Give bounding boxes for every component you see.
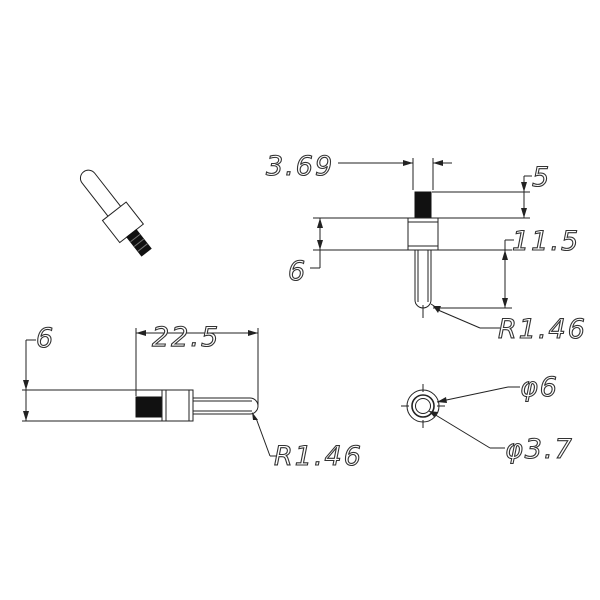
side-collar xyxy=(161,389,194,422)
dim-inner-diameter: φ3.7 xyxy=(505,434,574,465)
isometric-view xyxy=(79,169,152,257)
dim-side-length: 22.5 xyxy=(152,322,220,353)
front-view: 3.69 5 6 11.5 R1.46 xyxy=(265,150,587,345)
dim-collar-height: 6 xyxy=(288,256,307,287)
dim-top-width: 3.69 xyxy=(266,151,334,182)
side-thread xyxy=(135,396,163,418)
dim-thread-length: 5 xyxy=(532,162,551,193)
front-collar xyxy=(407,217,439,251)
dim-outer-diameter: φ6 xyxy=(520,372,559,403)
side-view: 6 22.5 R1.46 xyxy=(22,321,363,473)
dim-tip-radius-top: R1.46 xyxy=(498,314,587,345)
front-thread xyxy=(414,191,432,220)
iso-pin xyxy=(79,169,123,219)
end-inner-circle xyxy=(415,398,431,414)
front-pin xyxy=(414,249,432,309)
dim-tip-radius-side: R1.46 xyxy=(274,441,363,472)
end-view: φ6 φ3.7 xyxy=(401,371,574,466)
dim-side-height: 6 xyxy=(36,323,55,354)
dim-pin-length: 11.5 xyxy=(512,226,580,257)
side-pin xyxy=(192,397,259,415)
